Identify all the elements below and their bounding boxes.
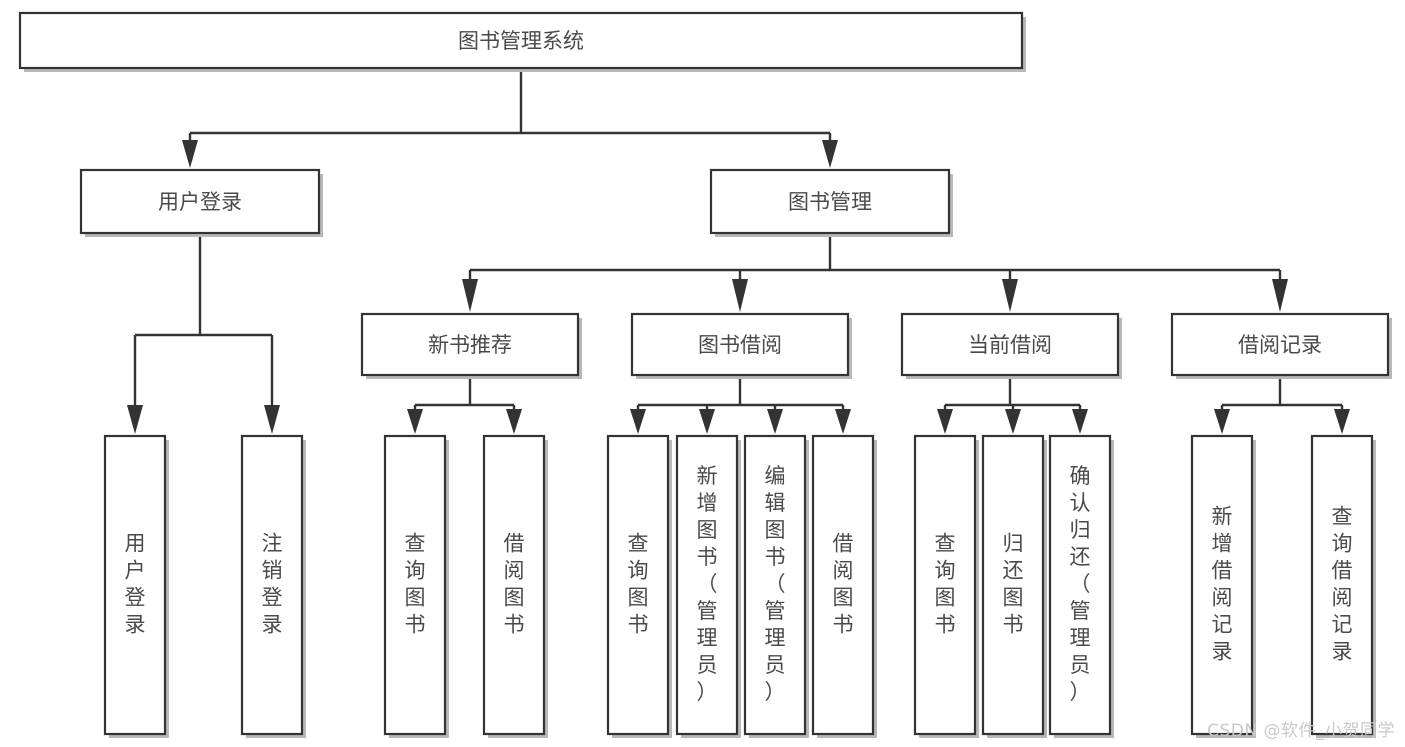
node-rect — [630, 312, 850, 377]
arrow-head-leaf-add-borrow-record — [1214, 409, 1230, 434]
node-label: 确认归还（管理员） — [1070, 464, 1091, 704]
node-rect — [743, 434, 807, 736]
arrow-head-new-book-recommend — [462, 279, 478, 312]
arrow-head-leaf-user-login — [127, 405, 143, 434]
arrow-head-leaf-logout-login — [264, 405, 280, 434]
node-user-login[interactable]: 用户登录 — [79, 168, 323, 237]
edge-borrowrecord-to-leaves — [1214, 375, 1350, 434]
edge-newbook-to-leaves — [407, 375, 522, 434]
node-current-borrow[interactable]: 当前借阅 — [900, 312, 1122, 379]
leaf-layer: 用户登录 注销登录 查询图书 借阅图书 查询图书 新增图书（管理员） 编辑图书（管理员） 借阅… — [103, 434, 1376, 738]
node-rect — [360, 312, 580, 377]
node-leaf-add-book-admin[interactable]: 新增图书（管理员） — [675, 434, 741, 738]
node-rect — [18, 11, 1024, 70]
node-rect — [900, 312, 1120, 377]
node-leaf-query-book-new[interactable]: 查询图书 — [383, 434, 449, 738]
node-label: 借阅记录 — [1238, 333, 1322, 357]
node-rect — [675, 434, 739, 736]
node-label: 图书借阅 — [698, 333, 782, 357]
node-label: 借阅图书 — [504, 532, 525, 637]
csdn-watermark: CSDN @软件_小贺同学 — [1207, 721, 1395, 741]
node-label: 查询图书 — [935, 532, 956, 637]
node-leaf-query-book-current[interactable]: 查询图书 — [913, 434, 979, 738]
node-rect — [709, 168, 951, 235]
node-label: 图书管理 — [788, 190, 872, 214]
arrow-head-leaf-borrow-book — [835, 409, 851, 434]
node-label: 图书管理系统 — [458, 29, 584, 53]
node-label: 归还图书 — [1003, 532, 1024, 637]
node-rect — [79, 168, 321, 235]
arrow-head-leaf-edit-book-admin — [767, 409, 783, 434]
arrow-head-leaf-query-book-new — [407, 409, 423, 434]
node-label: 查询借阅记录 — [1332, 505, 1353, 664]
arrow-head-current-borrow — [1002, 279, 1018, 312]
node-label: 注销登录 — [262, 532, 283, 637]
node-label: 新增借阅记录 — [1212, 505, 1233, 664]
node-rect — [981, 434, 1045, 736]
node-rect — [1310, 434, 1374, 736]
arrow-head-leaf-query-borrow-record — [1334, 409, 1350, 434]
arrow-head-leaf-borrow-book-new — [506, 409, 522, 434]
edge-currentborrow-to-leaves — [937, 375, 1088, 434]
node-book-borrow[interactable]: 图书借阅 — [630, 312, 852, 379]
node-rect — [811, 434, 875, 736]
node-rect — [913, 434, 977, 736]
node-leaf-confirm-return-admin[interactable]: 确认归还（管理员） — [1048, 434, 1114, 738]
node-leaf-return-book[interactable]: 归还图书 — [981, 434, 1047, 738]
edge-bookborrow-to-leaves — [630, 375, 851, 434]
arrow-head-leaf-query-book-borrow — [630, 409, 646, 434]
arrow-head-leaf-add-book-admin — [699, 409, 715, 434]
node-root[interactable]: 图书管理系统 — [18, 11, 1026, 72]
node-leaf-user-login[interactable]: 用户登录 — [103, 434, 169, 738]
arrow-head-leaf-return-book — [1005, 409, 1021, 434]
edge-userlogin-to-leaves — [127, 233, 280, 434]
node-rect — [103, 434, 167, 736]
node-rect — [606, 434, 670, 736]
node-leaf-edit-book-admin[interactable]: 编辑图书（管理员） — [743, 434, 809, 738]
arrow-head-borrow-record — [1272, 279, 1288, 312]
node-label: 编辑图书（管理员） — [765, 464, 786, 704]
connector-layer — [127, 68, 1350, 434]
node-leaf-borrow-book-new[interactable]: 借阅图书 — [482, 434, 548, 738]
node-borrow-record[interactable]: 借阅记录 — [1170, 312, 1392, 379]
node-label: 当前借阅 — [968, 333, 1052, 357]
node-leaf-query-book-borrow[interactable]: 查询图书 — [606, 434, 672, 738]
node-label: 查询图书 — [405, 532, 426, 637]
node-label: 新增图书（管理员） — [697, 464, 718, 704]
edge-root-to-level2 — [182, 68, 838, 168]
edge-bookmgmt-to-level3 — [462, 233, 1288, 312]
node-rect — [1048, 434, 1112, 736]
arrow-head-book-mgmt — [822, 140, 838, 168]
node-label: 用户登录 — [125, 532, 146, 637]
node-rect — [1190, 434, 1254, 736]
arrow-head-book-borrow — [732, 279, 748, 312]
node-rect — [1170, 312, 1390, 377]
node-rect — [240, 434, 304, 736]
node-leaf-borrow-book[interactable]: 借阅图书 — [811, 434, 877, 738]
node-rect — [482, 434, 546, 736]
node-rect — [383, 434, 447, 736]
node-leaf-query-borrow-record[interactable]: 查询借阅记录 — [1310, 434, 1376, 738]
node-book-management[interactable]: 图书管理 — [709, 168, 953, 237]
node-label: 用户登录 — [158, 190, 242, 214]
arrow-head-leaf-query-book-current — [937, 409, 953, 434]
arrow-head-leaf-confirm-return-admin — [1072, 409, 1088, 434]
node-new-book-recommend[interactable]: 新书推荐 — [360, 312, 582, 379]
arrow-head-user-login — [182, 140, 198, 168]
node-label: 新书推荐 — [428, 333, 512, 357]
node-leaf-logout-login[interactable]: 注销登录 — [240, 434, 306, 738]
node-label: 查询图书 — [628, 532, 649, 637]
node-leaf-add-borrow-record[interactable]: 新增借阅记录 — [1190, 434, 1256, 738]
node-label: 借阅图书 — [833, 532, 854, 637]
